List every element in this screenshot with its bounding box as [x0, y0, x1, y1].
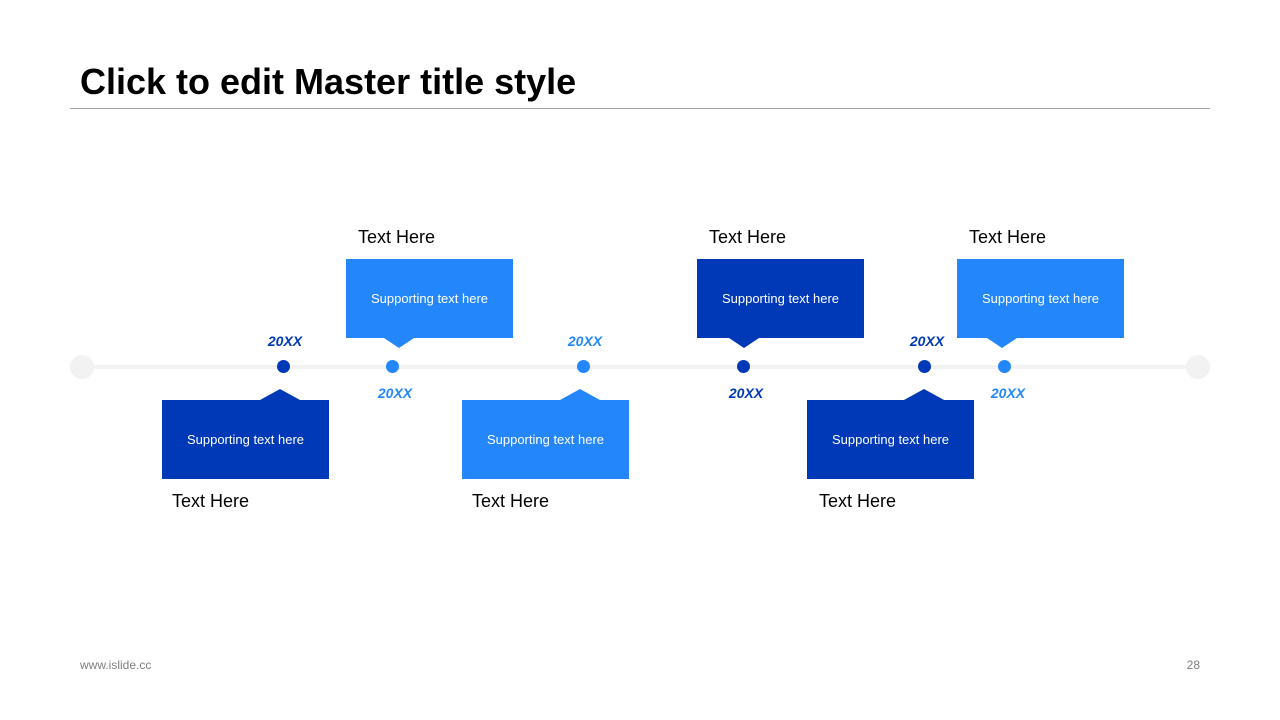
- milestone-5-body: Supporting text here: [831, 432, 950, 447]
- milestone-6-year: 20XX: [990, 385, 1026, 401]
- milestone-4-callout-pointer: [729, 338, 759, 348]
- milestone-1-heading: Text Here: [172, 491, 250, 511]
- milestone-2-callout-pointer: [384, 338, 414, 348]
- milestone-3-callout[interactable]: Supporting text here: [462, 400, 629, 479]
- milestone-1-callout-pointer: [260, 389, 300, 400]
- milestone-1-body: Supporting text here: [186, 432, 305, 447]
- milestone-3-heading: Text Here: [472, 491, 550, 511]
- timeline-end-cap: [1186, 355, 1210, 379]
- milestone-2-heading: Text Here: [358, 227, 436, 247]
- milestone-1-dot: [277, 360, 290, 373]
- footer-url: www.islide.cc: [80, 658, 152, 672]
- milestone-6-heading: Text Here: [969, 227, 1047, 247]
- page-number: 28: [1186, 658, 1200, 672]
- milestone-1-year: 20XX: [267, 333, 303, 349]
- milestone-6-callout-pointer: [987, 338, 1017, 348]
- milestone-5-year: 20XX: [909, 333, 945, 349]
- milestone-4-dot: [737, 360, 750, 373]
- milestone-4-callout[interactable]: Supporting text here: [697, 259, 864, 338]
- milestone-2-year: 20XX: [377, 385, 413, 401]
- milestone-5-callout[interactable]: Supporting text here: [807, 400, 974, 479]
- milestone-4-body: Supporting text here: [721, 291, 840, 306]
- milestone-3-dot: [577, 360, 590, 373]
- milestone-2-dot: [386, 360, 399, 373]
- timeline-start-cap: [70, 355, 94, 379]
- milestone-2-callout[interactable]: Supporting text here: [346, 259, 513, 338]
- milestone-3-year: 20XX: [567, 333, 603, 349]
- timeline-track: [82, 365, 1198, 369]
- milestone-5-callout-pointer: [904, 389, 944, 400]
- milestone-3-callout-pointer: [560, 389, 600, 400]
- milestone-5-heading: Text Here: [819, 491, 897, 511]
- milestone-2-body: Supporting text here: [370, 291, 489, 306]
- milestone-6-dot: [998, 360, 1011, 373]
- milestone-5-dot: [918, 360, 931, 373]
- slide-title[interactable]: Click to edit Master title style: [80, 61, 577, 102]
- milestone-1-callout[interactable]: Supporting text here: [162, 400, 329, 479]
- milestone-6-callout[interactable]: Supporting text here: [957, 259, 1124, 338]
- title-underline: [70, 108, 1210, 109]
- milestone-3-body: Supporting text here: [486, 432, 605, 447]
- milestone-6-body: Supporting text here: [981, 291, 1100, 306]
- milestone-4-heading: Text Here: [709, 227, 787, 247]
- milestone-4-year: 20XX: [728, 385, 764, 401]
